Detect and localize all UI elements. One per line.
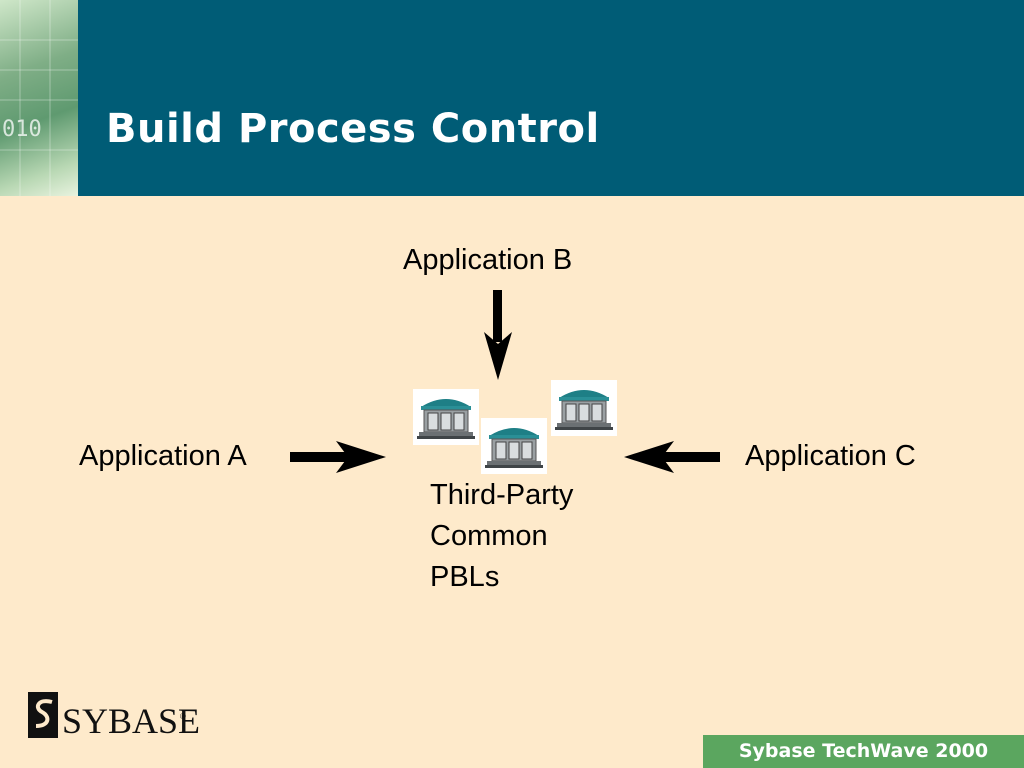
caption-line: PBLs bbox=[430, 561, 500, 593]
arrow-left-icon bbox=[624, 441, 720, 473]
sybase-logo-text: SYBASE bbox=[62, 701, 201, 741]
pbl-library-icon bbox=[413, 389, 479, 445]
header-decorative-image: 010 bbox=[0, 0, 78, 196]
application-a-label: Application A bbox=[79, 440, 247, 472]
caption-line: Common bbox=[430, 520, 548, 552]
pbl-library-icon bbox=[481, 418, 547, 474]
header-band: 010 Build Process Control bbox=[0, 0, 1024, 196]
registered-mark: ® bbox=[180, 712, 186, 721]
arrow-down-icon bbox=[484, 290, 512, 380]
pbl-library-icon bbox=[551, 380, 617, 436]
sybase-logo-icon bbox=[28, 692, 58, 738]
arrow-right-icon bbox=[290, 441, 386, 473]
caption-line: Third-Party bbox=[430, 479, 574, 511]
footer-event-banner: Sybase TechWave 2000 bbox=[703, 735, 1024, 768]
application-c-label: Application C bbox=[745, 440, 916, 472]
slide-title: Build Process Control bbox=[106, 106, 600, 152]
application-b-label: Application B bbox=[403, 244, 573, 276]
pbl-caption: Third-Party Common PBLs bbox=[430, 475, 573, 598]
header-image-digits: 010 bbox=[2, 117, 42, 142]
